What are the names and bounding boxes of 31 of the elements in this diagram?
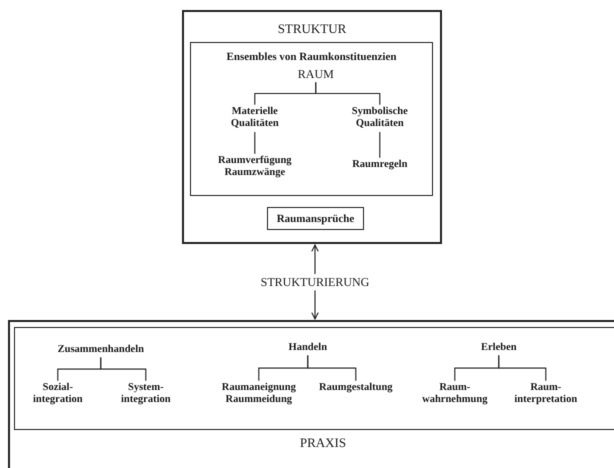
term-box: Raumansprüche — [267, 207, 364, 230]
term-label: Raumregeln — [334, 158, 425, 172]
frame-box — [8, 320, 614, 468]
tree-line — [315, 82, 380, 105]
term-label: Handeln — [272, 342, 343, 354]
term-label: Sozial- integration — [22, 382, 93, 407]
tree-line — [100, 357, 146, 381]
tree-line — [379, 132, 380, 158]
term-label: Raum- wahrnehmung — [410, 382, 500, 407]
arrow — [311, 290, 319, 320]
term-label: Raumverfügung Raumzwänge — [202, 154, 308, 180]
box-heading: STRUKTUR — [276, 22, 348, 36]
term-label: RAUM — [286, 66, 346, 82]
term-label: Raumaneignung Raummeidung — [206, 382, 311, 407]
tree-line — [498, 355, 546, 381]
inner-box — [14, 327, 614, 430]
term-label: Erleben — [468, 342, 529, 354]
term-label: Symbolische Qualitäten — [332, 106, 428, 131]
tree-line — [307, 355, 356, 381]
frame-box — [190, 42, 433, 196]
box-heading: PRAXIS — [298, 436, 348, 450]
term-label: STRUKTURIERUNG — [240, 275, 390, 290]
tree-line — [254, 132, 256, 154]
arrow — [311, 244, 319, 274]
term-label: Raumgestaltung — [310, 382, 402, 394]
frame-box — [182, 10, 442, 244]
term-label: Raum- interpretation — [500, 382, 592, 407]
term-label: System- integration — [108, 382, 184, 407]
term-label: Materielle Qualitäten — [210, 106, 300, 131]
term-label: Zusammenhandeln — [36, 344, 166, 356]
box-heading: Ensembles von Raumkonstituenzien — [226, 51, 398, 64]
